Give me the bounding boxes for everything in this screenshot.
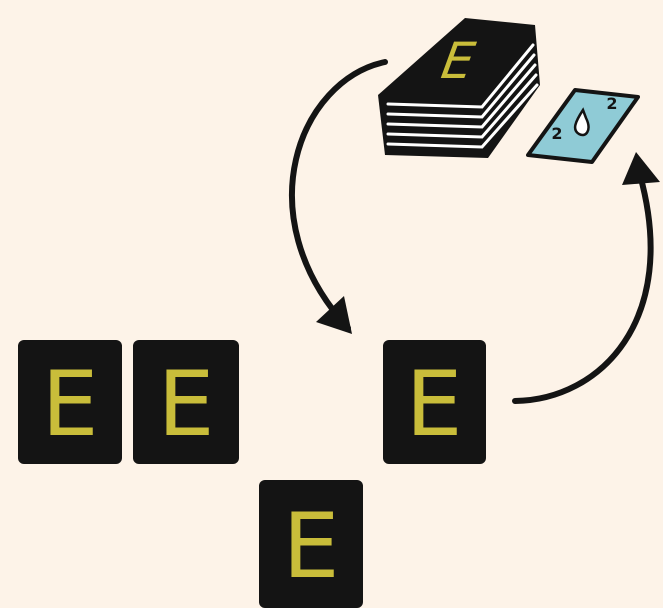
draw-arrow xyxy=(289,59,388,331)
token-number-top: 2 xyxy=(606,94,617,113)
card-deck: E xyxy=(378,18,540,158)
draw-arrow-head xyxy=(316,296,352,334)
card-left-1-letter: E xyxy=(42,352,99,457)
token-number-bottom: 2 xyxy=(551,124,562,143)
card-bottom: E xyxy=(259,480,363,608)
card-bottom-letter: E xyxy=(283,494,340,599)
card-left-1: E xyxy=(18,340,122,464)
return-arrow-head xyxy=(622,152,660,185)
token-card: 2 2 xyxy=(526,88,640,164)
card-right-letter: E xyxy=(406,352,463,457)
card-right: E xyxy=(383,340,486,464)
card-left-2-letter: E xyxy=(158,352,215,457)
droplet-icon xyxy=(573,107,590,137)
card-left-2: E xyxy=(133,340,239,464)
deck-page-edges xyxy=(386,43,539,149)
return-arrow xyxy=(512,172,654,404)
